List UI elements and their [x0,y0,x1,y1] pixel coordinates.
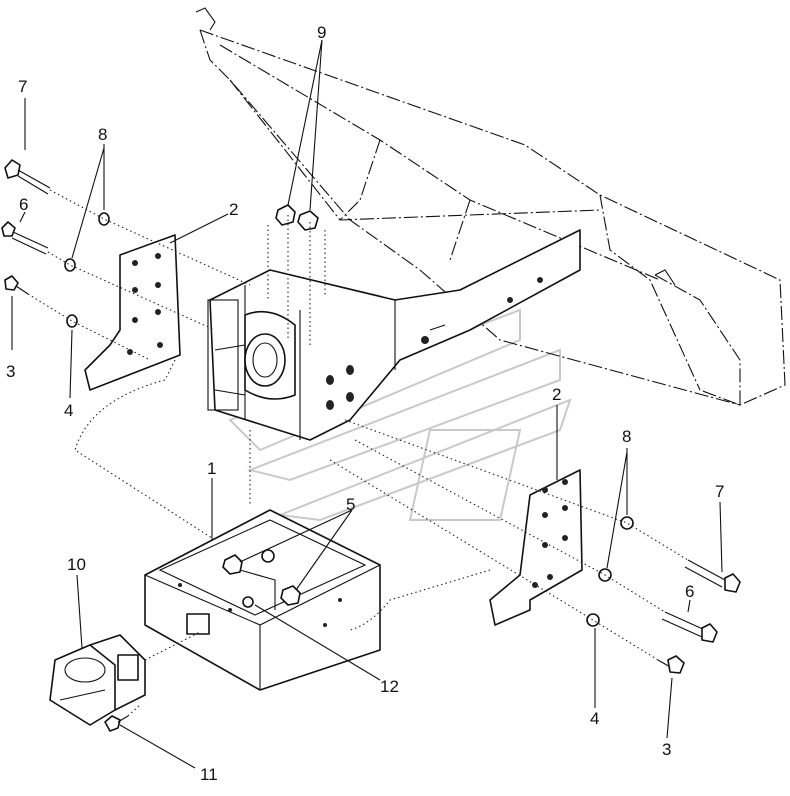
frame-bracket-assembly [207,229,581,441]
callout-8-right: 8 [622,427,631,446]
fasteners [1,159,741,732]
callout-6-right: 6 [685,582,694,601]
callout-4-right: 4 [590,709,599,728]
mounting-plate-left [84,234,181,391]
callout-labels: 7 8 6 3 4 2 9 1 5 10 11 12 2 8 7 6 4 3 [6,23,724,784]
hitch-box [144,509,381,691]
callout-8-left: 8 [98,125,107,144]
callout-7-right: 7 [715,482,724,501]
pintle-hook [49,634,146,726]
callout-1: 1 [207,459,216,478]
callout-10: 10 [67,555,86,574]
leader-lines [11,39,723,769]
callout-5: 5 [346,495,355,514]
callout-7-left: 7 [18,77,27,96]
assembly-lines [27,189,689,717]
callout-6-left: 6 [19,195,28,214]
callout-9: 9 [317,23,326,42]
callout-4-left: 4 [64,401,73,420]
callout-2-left: 2 [229,200,238,219]
callout-2-right: 2 [552,385,561,404]
callout-3-right: 3 [662,740,671,759]
callout-12: 12 [380,677,399,696]
callout-3-left: 3 [6,362,15,381]
mounting-plate-right [489,469,583,626]
callout-11: 11 [200,765,218,784]
